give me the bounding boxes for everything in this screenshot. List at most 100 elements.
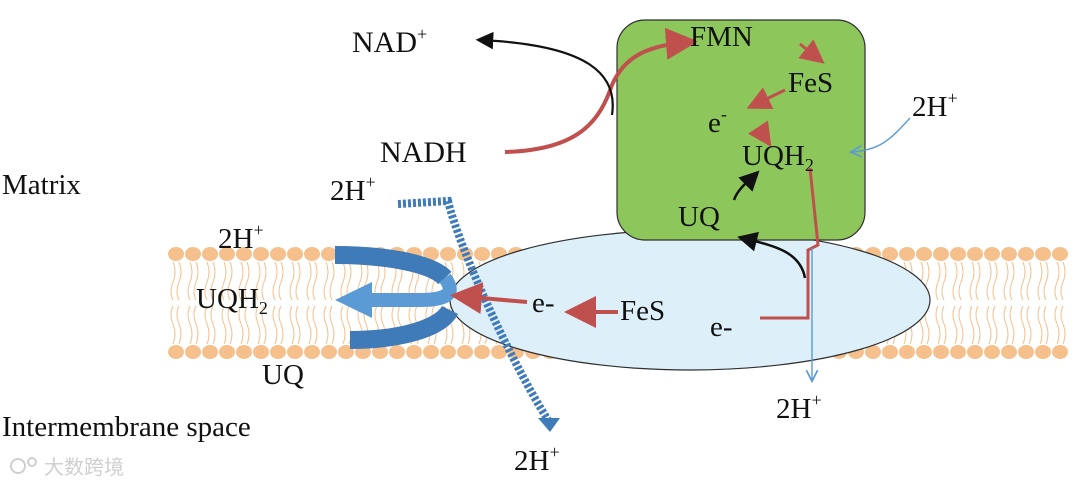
lipid-tail xyxy=(210,261,216,301)
complex-box xyxy=(616,19,866,241)
lipid-tail xyxy=(187,261,193,301)
lipid-tail xyxy=(312,305,318,345)
lipid-head xyxy=(423,345,439,359)
lipid-head xyxy=(168,345,184,359)
lipid-head xyxy=(474,345,490,359)
lipid-tail xyxy=(992,305,998,345)
lipid-head xyxy=(899,345,915,359)
lipid-tail xyxy=(1009,261,1015,301)
watermark-text: 大数跨境 xyxy=(44,455,124,479)
proton-channel-arrow xyxy=(397,196,560,432)
two-h-right-top-label: 2H+ xyxy=(912,88,958,123)
lipid-tail xyxy=(958,305,964,345)
h-into-complex-arrow xyxy=(852,117,911,152)
lipid-head xyxy=(933,345,949,359)
lipid-tail xyxy=(221,305,227,345)
lipid-tail xyxy=(323,305,329,345)
lipid-head xyxy=(219,247,235,261)
lipid-tail xyxy=(952,261,958,301)
lipid-tail xyxy=(261,261,267,301)
lipid-tail xyxy=(170,261,176,301)
lipid-tail xyxy=(227,261,233,301)
intermembrane-label: Intermembrane space xyxy=(2,411,251,443)
lipid-tail xyxy=(1060,305,1066,345)
lipid-tail xyxy=(986,305,992,345)
lipid-tail xyxy=(176,261,182,301)
lipid-tail xyxy=(1026,305,1032,345)
uqh2-to-fes-path xyxy=(760,167,820,320)
lipid-tail xyxy=(244,261,250,301)
lipid-tail xyxy=(969,261,975,301)
lipid-head xyxy=(1052,247,1068,261)
lipid-head xyxy=(882,247,898,261)
lipid-tail xyxy=(1054,261,1060,301)
two-h-left-label: 2H+ xyxy=(218,220,264,255)
lipid-head xyxy=(253,247,269,261)
lipid-head xyxy=(219,345,235,359)
lipid-tail xyxy=(986,261,992,301)
lipid-tail xyxy=(278,305,284,345)
watermark: 大数跨境 xyxy=(10,455,124,479)
lipid-tail xyxy=(255,305,261,345)
lipid-tail xyxy=(204,261,210,301)
lipid-tail xyxy=(278,261,284,301)
lipid-head xyxy=(1018,345,1034,359)
lipid-tail xyxy=(272,261,278,301)
lipid-head xyxy=(440,247,456,261)
lipid-head xyxy=(202,345,218,359)
lipid-head xyxy=(185,247,201,261)
lipid-tail xyxy=(1037,261,1043,301)
two-h-bottom-right-label: 2H+ xyxy=(776,390,822,425)
lipid-head xyxy=(933,247,949,261)
lipid-tail xyxy=(952,305,958,345)
lipid-head xyxy=(321,345,337,359)
lipid-tail xyxy=(1003,261,1009,301)
lipid-tail xyxy=(1003,305,1009,345)
lipid-tail xyxy=(272,305,278,345)
lipid-tail xyxy=(329,261,335,301)
lipid-tail xyxy=(1026,261,1032,301)
lipid-tail xyxy=(935,305,941,345)
lipid-head xyxy=(185,345,201,359)
lipid-head xyxy=(423,247,439,261)
lipid-head xyxy=(950,247,966,261)
lipid-tail xyxy=(935,261,941,301)
lipid-tail xyxy=(306,305,312,345)
lipid-head xyxy=(304,247,320,261)
lipid-head xyxy=(1035,247,1051,261)
lipid-head xyxy=(967,247,983,261)
fmn-label: FMN xyxy=(690,21,753,53)
lipid-tail xyxy=(1043,305,1049,345)
lipid-tail xyxy=(295,261,301,301)
to-nad-arrow xyxy=(475,31,614,116)
lipid-head xyxy=(882,345,898,359)
uq-to-uqh2-arrow xyxy=(732,170,760,201)
lipid-tail xyxy=(975,261,981,301)
lipid-tail xyxy=(255,261,261,301)
lipid-tail xyxy=(329,305,335,345)
e-low-label: e- xyxy=(710,311,733,343)
lipid-head xyxy=(287,247,303,261)
lipid-head xyxy=(287,345,303,359)
lipid-head xyxy=(304,345,320,359)
lipid-head xyxy=(916,247,932,261)
uq-top-label: UQ xyxy=(678,201,720,233)
lipid-head xyxy=(321,247,337,261)
lipid-head xyxy=(168,247,184,261)
e-to-uq-arrow xyxy=(450,282,528,315)
e-top-label: e- xyxy=(708,104,727,139)
lipid-tail xyxy=(306,261,312,301)
matrix-label: Matrix xyxy=(2,169,81,201)
fmn-to-fes-arrow xyxy=(798,39,825,64)
uq-cycle-arrows xyxy=(334,246,459,349)
e-mid-label: e- xyxy=(532,287,555,319)
lipid-tail xyxy=(958,261,964,301)
lipid-tail xyxy=(992,261,998,301)
lipid-tail xyxy=(1009,305,1015,345)
lipid-tail xyxy=(289,261,295,301)
lipid-head xyxy=(440,345,456,359)
lipid-tail xyxy=(1037,305,1043,345)
lipid-head xyxy=(984,247,1000,261)
lipid-head xyxy=(491,345,507,359)
